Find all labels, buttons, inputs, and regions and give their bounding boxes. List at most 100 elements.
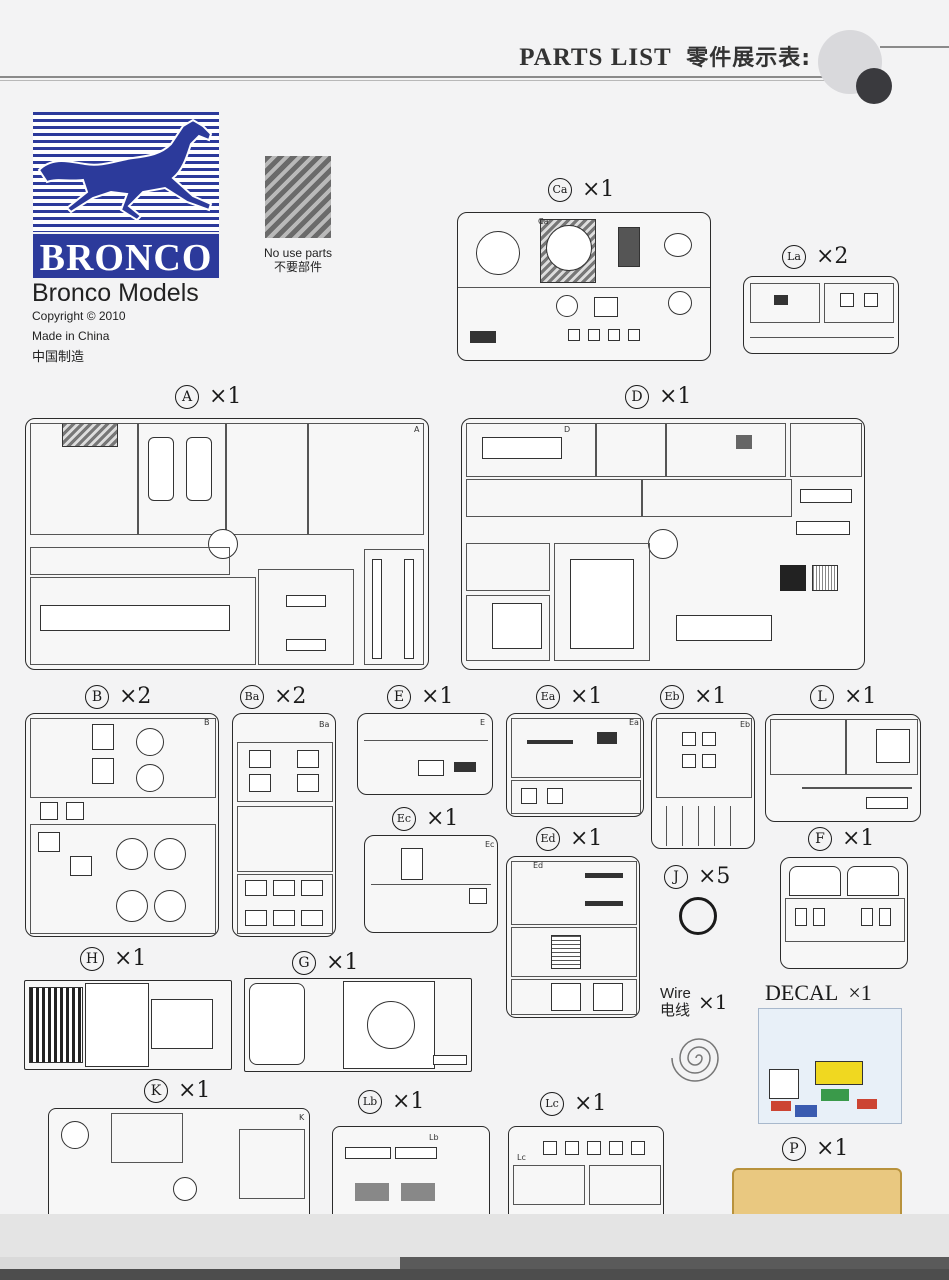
sprue-id: Ba bbox=[240, 684, 264, 709]
sprue-part bbox=[401, 848, 423, 880]
sprue-runner bbox=[364, 740, 488, 741]
sprue-cell bbox=[466, 423, 596, 477]
wire-label: Wire 电线 bbox=[660, 985, 691, 1019]
sprue-cell bbox=[511, 780, 641, 814]
sprue-part bbox=[297, 750, 319, 768]
sprue-f-frame bbox=[780, 857, 908, 969]
sprue-part bbox=[551, 983, 581, 1011]
sprue-part-unused bbox=[62, 423, 118, 447]
sprue-runner bbox=[730, 806, 731, 846]
sprue-gate-ring bbox=[648, 529, 678, 559]
sprue-part bbox=[631, 1141, 645, 1155]
sprue-part bbox=[588, 329, 600, 341]
sprue-part bbox=[847, 866, 899, 896]
sprue-label-h: H ×1 bbox=[80, 946, 146, 971]
sprue-tag: Ed bbox=[533, 861, 544, 870]
sprue-part bbox=[148, 437, 174, 501]
sprue-part bbox=[861, 908, 873, 926]
sprue-part bbox=[609, 1141, 623, 1155]
decal-text: DECAL bbox=[765, 980, 839, 1005]
sprue-label-b: B×2 bbox=[85, 684, 151, 709]
sprue-count: ×1 bbox=[659, 384, 692, 409]
sprue-cell bbox=[589, 1165, 661, 1205]
bronco-logo: BRONCO bbox=[33, 112, 219, 278]
sprue-tag: Ca bbox=[538, 217, 549, 226]
logo-band bbox=[33, 234, 219, 278]
sprue-runner bbox=[458, 287, 710, 288]
sprue-part bbox=[570, 559, 634, 649]
sprue-part bbox=[802, 787, 912, 789]
sprue-part bbox=[273, 880, 295, 896]
sprue-part bbox=[249, 774, 271, 792]
no-use-label: No use parts 不要部件 bbox=[250, 246, 346, 274]
made-in-cn: 中国制造 bbox=[32, 350, 85, 365]
sprue-part bbox=[608, 329, 620, 341]
sprue-id: Ec bbox=[392, 806, 416, 831]
sprue-count: ×1 bbox=[326, 950, 359, 975]
sprue-label-ea: Ea×1 bbox=[536, 684, 602, 709]
sprue-cell bbox=[237, 742, 333, 802]
decal-flag bbox=[771, 1101, 791, 1111]
sprue-id: B bbox=[85, 684, 109, 709]
sprue-lc-frame: Lc bbox=[508, 1126, 664, 1228]
sprue-cell bbox=[770, 719, 846, 775]
sprue-count: ×1 bbox=[574, 1091, 607, 1116]
sprue-label-la: La×2 bbox=[782, 244, 848, 269]
sprue-id: H bbox=[80, 946, 104, 971]
sprue-tag: D bbox=[564, 425, 571, 434]
sprue-part bbox=[66, 802, 84, 820]
sprue-part bbox=[789, 866, 841, 896]
sprue-id: Eb bbox=[660, 684, 684, 709]
weapon-part bbox=[597, 732, 617, 744]
decal-flag bbox=[857, 1099, 877, 1109]
title-cn: 零件展示表: bbox=[686, 46, 811, 71]
sprue-part bbox=[61, 1121, 89, 1149]
sprue-id: Ed bbox=[536, 826, 560, 851]
sprue-label-p: P×1 bbox=[782, 1136, 848, 1161]
turret-ring bbox=[367, 1001, 415, 1049]
decal-count: ×1 bbox=[848, 980, 872, 1005]
sprue-count: ×1 bbox=[114, 946, 147, 971]
sprue-label-d: D×1 bbox=[625, 384, 691, 409]
sprue-tag: B bbox=[204, 718, 210, 727]
wire-coil-icon bbox=[671, 1038, 719, 1082]
sprue-tag: A bbox=[414, 425, 420, 434]
sprue-tag: E bbox=[480, 718, 486, 727]
sprue-id: G bbox=[292, 950, 316, 975]
sprue-part bbox=[795, 908, 807, 926]
scan-edge-light bbox=[0, 1257, 400, 1269]
sprue-part bbox=[38, 832, 60, 852]
sprue-part bbox=[618, 227, 640, 267]
sprue-label-ba: Ba×2 bbox=[240, 684, 306, 709]
sprue-part bbox=[476, 231, 520, 275]
sprue-part bbox=[401, 1183, 435, 1201]
sprue-part bbox=[668, 291, 692, 315]
sprue-count: ×2 bbox=[816, 244, 849, 269]
sprue-count: ×1 bbox=[582, 177, 615, 202]
sprue-count: ×1 bbox=[421, 684, 454, 709]
sprue-cell bbox=[30, 547, 230, 575]
sprue-cell bbox=[258, 569, 354, 665]
sprue-eb-frame: Eb bbox=[651, 713, 755, 849]
sprue-part bbox=[245, 880, 267, 896]
sprue-d-frame: D bbox=[461, 418, 865, 670]
sprue-part bbox=[470, 331, 496, 343]
rail-part bbox=[404, 559, 414, 659]
sprue-part bbox=[249, 750, 271, 768]
sprue-part bbox=[395, 1147, 437, 1159]
wheel-part bbox=[136, 764, 164, 792]
sprue-cell bbox=[466, 543, 550, 591]
sprue-label-ec: Ec×1 bbox=[392, 806, 458, 831]
wheel-part bbox=[136, 728, 164, 756]
sprue-part bbox=[543, 1141, 557, 1155]
sprue-gate-ring bbox=[208, 529, 238, 559]
sprue-id: J bbox=[664, 864, 688, 889]
sprue-part bbox=[92, 758, 114, 784]
no-use-swatch bbox=[265, 156, 331, 238]
sprue-b-frame: B bbox=[25, 713, 219, 937]
sprue-count: ×1 bbox=[694, 684, 727, 709]
sprue-lb-frame: Lb bbox=[332, 1126, 490, 1228]
sprue-count: ×1 bbox=[570, 684, 603, 709]
logo-wordmark: BRONCO bbox=[39, 237, 213, 278]
sprue-l-frame bbox=[765, 714, 921, 822]
